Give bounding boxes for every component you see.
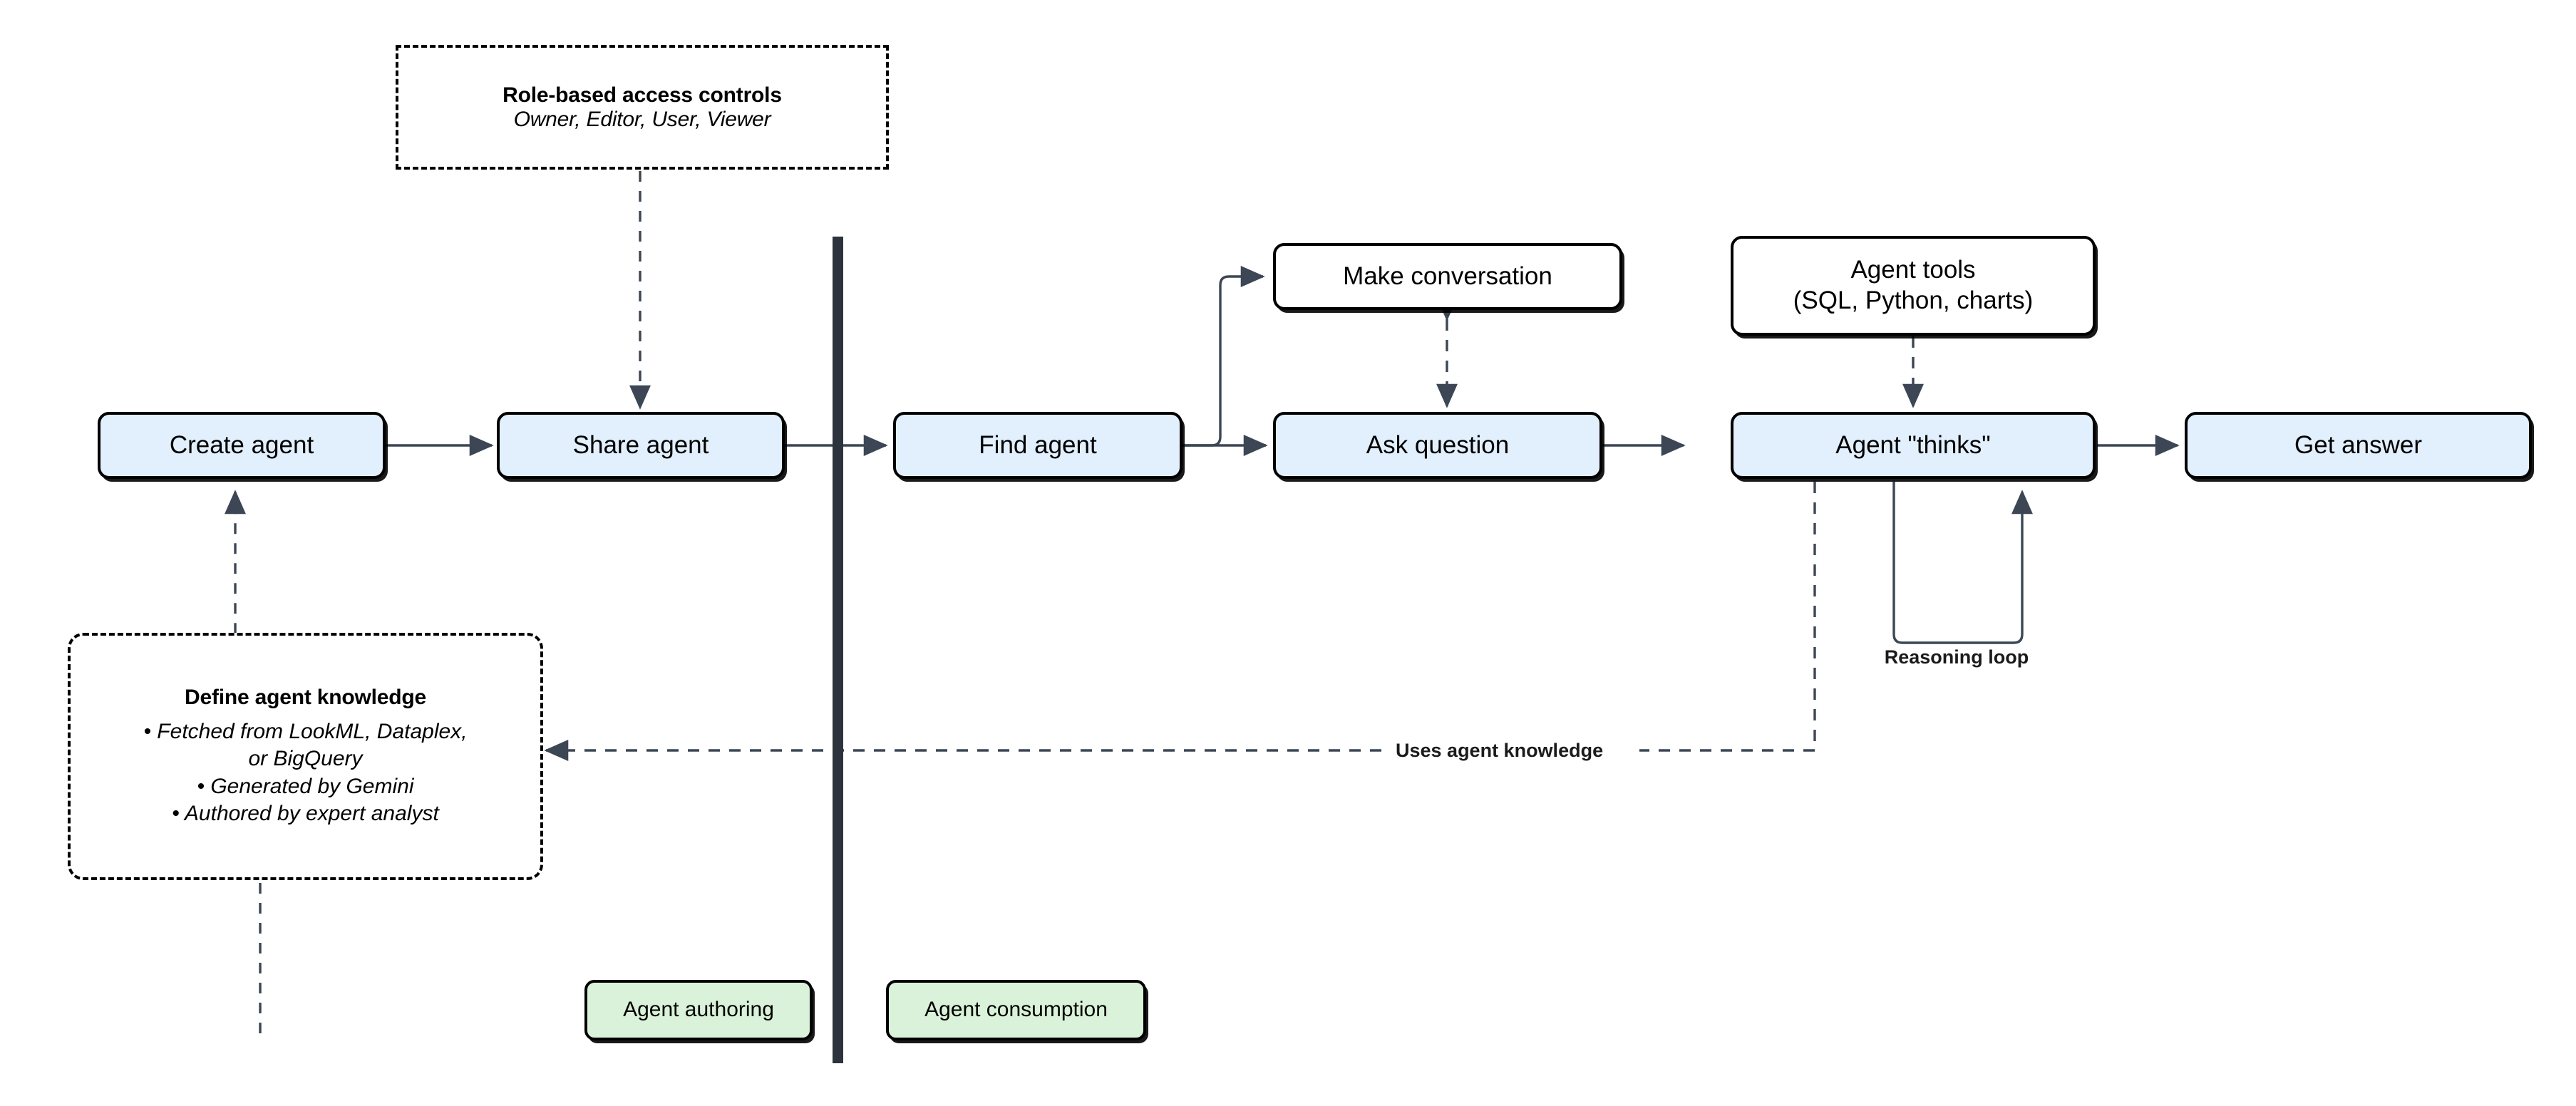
node-share-agent[interactable]: Share agent: [497, 412, 785, 479]
node-agent-tools[interactable]: Agent tools (SQL, Python, charts): [1731, 236, 2096, 336]
node-make-conversation[interactable]: Make conversation: [1273, 243, 1622, 310]
note-knowledge-item: • Authored by expert analyst: [172, 801, 439, 825]
note-knowledge-item: or BigQuery: [248, 747, 363, 771]
note-knowledge-title: Define agent knowledge: [185, 686, 426, 710]
note-knowledge-item: • Generated by Gemini: [197, 774, 414, 798]
node-make-conversation-label: Make conversation: [1343, 262, 1552, 290]
node-get-answer[interactable]: Get answer: [2185, 412, 2532, 479]
node-find-agent-label: Find agent: [979, 430, 1097, 459]
node-agent-tools-line2: (SQL, Python, charts): [1793, 286, 2034, 314]
node-agent-tools-line1: Agent tools: [1850, 256, 1976, 284]
node-create-agent[interactable]: Create agent: [98, 412, 386, 479]
node-ask-question-label: Ask question: [1366, 430, 1510, 459]
label-reasoning-loop: Reasoning loop: [1878, 645, 2035, 671]
node-agent-thinks-label: Agent "thinks": [1835, 430, 1991, 459]
node-find-agent[interactable]: Find agent: [893, 412, 1183, 479]
edge-uses-agent-knowledge-right: [1639, 482, 1816, 752]
node-share-agent-label: Share agent: [572, 430, 709, 459]
section-divider: [833, 237, 843, 1063]
note-rbac-subtitle: Owner, Editor, User, Viewer: [513, 107, 771, 131]
edge-reasoning-loop: [1892, 482, 2033, 644]
label-reasoning-loop-line1: Reasoning: [1884, 646, 1983, 668]
edge-find-to-make-conversation: [1183, 266, 1265, 447]
node-agent-thinks[interactable]: Agent "thinks": [1731, 412, 2096, 479]
legend-agent-consumption[interactable]: Agent consumption: [886, 980, 1146, 1040]
legend-agent-authoring[interactable]: Agent authoring: [584, 980, 813, 1040]
label-uses-agent-knowledge-text: Uses agent knowledge: [1396, 740, 1604, 761]
note-knowledge-list: • Fetched from LookML, Dataplex, or BigQ…: [143, 718, 467, 827]
note-define-agent-knowledge: Define agent knowledge • Fetched from Lo…: [68, 633, 543, 880]
note-role-based-access-controls: Role-based access controls Owner, Editor…: [396, 45, 889, 170]
note-knowledge-item: • Fetched from LookML, Dataplex,: [143, 720, 468, 744]
legend-agent-authoring-label: Agent authoring: [623, 998, 774, 1022]
node-create-agent-label: Create agent: [169, 430, 314, 459]
node-get-answer-label: Get answer: [2294, 430, 2422, 459]
legend-agent-consumption-label: Agent consumption: [924, 998, 1108, 1022]
note-rbac-title: Role-based access controls: [503, 83, 782, 107]
label-reasoning-loop-line2: loop: [1988, 646, 2029, 668]
label-uses-agent-knowledge: Uses agent knowledge: [1390, 738, 1609, 764]
node-ask-question[interactable]: Ask question: [1273, 412, 1602, 479]
